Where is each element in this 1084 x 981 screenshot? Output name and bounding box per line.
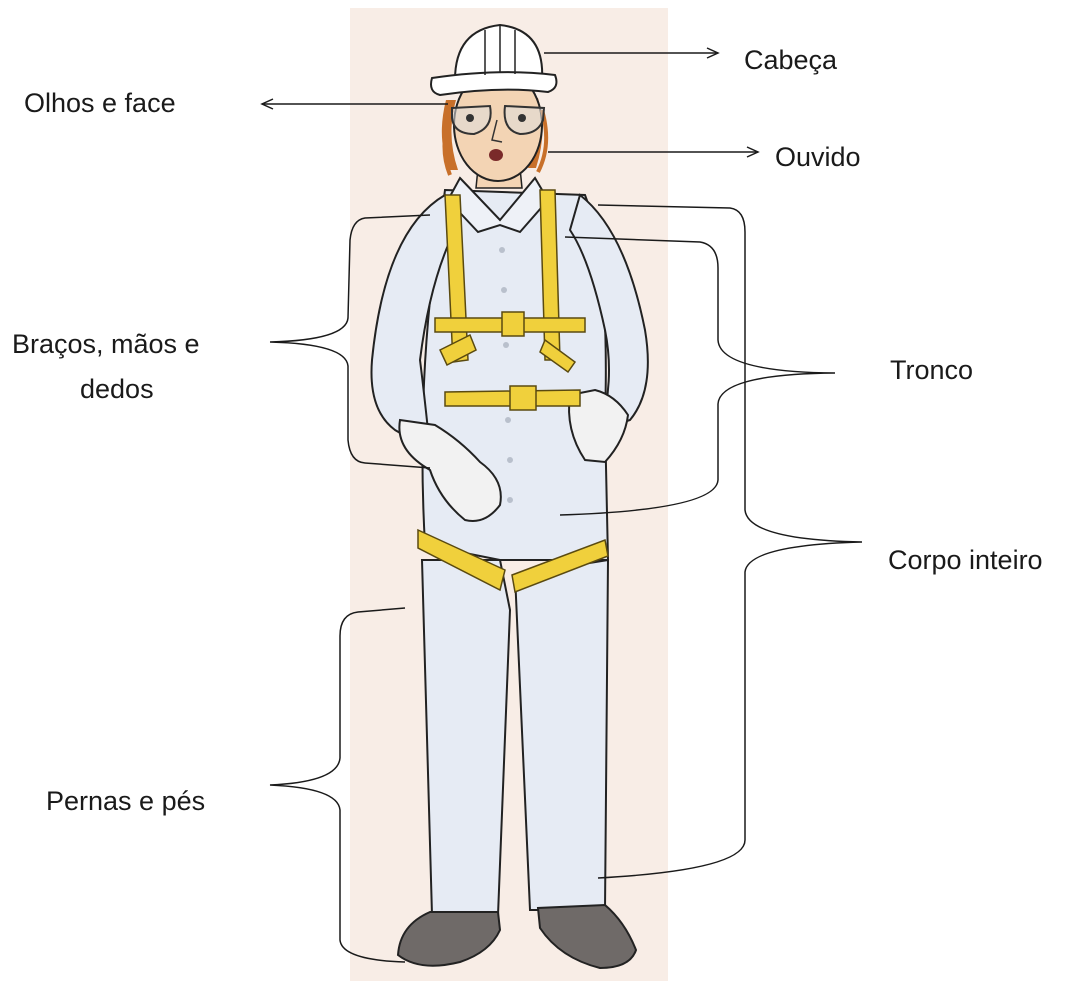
label-head: Cabeça [744, 43, 837, 77]
label-whole-body: Corpo inteiro [888, 543, 1043, 577]
right-leg [515, 560, 608, 910]
label-ear: Ouvido [775, 140, 861, 174]
label-legs-feet: Pernas e pés [46, 784, 205, 818]
label-arms-line1: Braços, mãos e [12, 327, 200, 361]
left-leg [422, 560, 510, 915]
label-trunk: Tronco [890, 353, 973, 387]
label-eyes-face: Olhos e face [24, 86, 176, 120]
label-arms-line2: dedos [80, 372, 154, 406]
mouth [489, 149, 503, 161]
